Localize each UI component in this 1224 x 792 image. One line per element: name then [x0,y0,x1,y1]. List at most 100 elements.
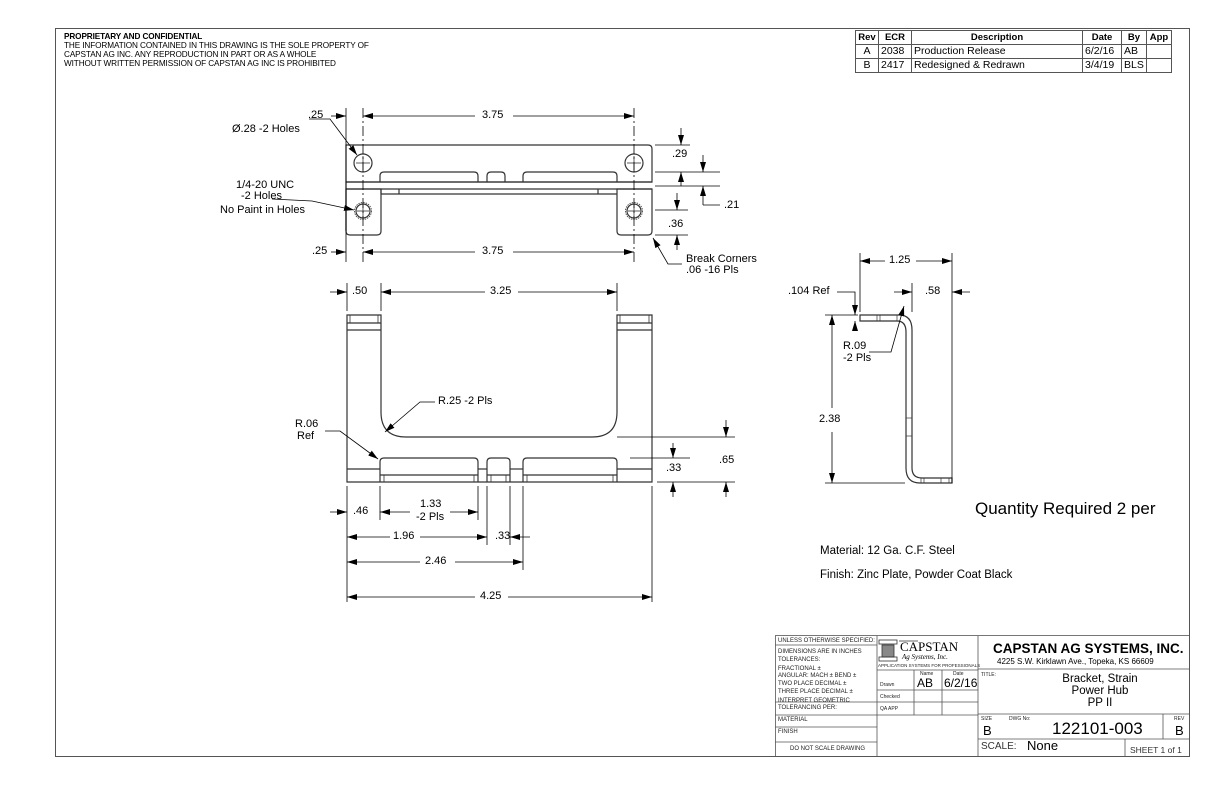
radius-06-callout: R.06 [295,418,319,430]
dim-top-span: 3.75 [482,109,504,121]
dim-46: .46 [353,505,369,517]
size-value: B [983,723,992,738]
dim-246: 2.46 [425,555,447,567]
dim-side-height: 2.38 [819,413,841,425]
top-view-dimensions [271,108,720,265]
scale-value: None [1027,738,1059,753]
dim-h33: .33 [666,462,682,474]
tolerance-line: ANGULAR: MACH ± BEND ± [778,673,857,679]
dim-33: .33 [495,530,511,542]
dim-flange: .58 [925,285,941,297]
dim-133-note: -2 Pls [416,511,445,523]
front-view-dimensions [325,283,735,602]
page-border [55,28,1190,757]
tap-callout-line: -2 Holes [241,190,282,202]
by-cell: BLS [1121,58,1147,73]
side-view [859,314,953,484]
dim-133: 1.33 [420,498,442,510]
proprietary-heading: PROPRIETARY AND CONFIDENTIAL [64,32,203,41]
proprietary-line: WITHOUT WRITTEN PERMISSION OF CAPSTAN AG… [64,59,336,68]
title-line: PP II [1087,697,1113,709]
date-cell: 3/4/19 [1082,58,1122,73]
description-cell: Production Release [911,44,1083,59]
unless-specified-label: UNLESS OTHERWISE SPECIFIED: [778,638,875,644]
dim-side-width: 1.25 [889,254,911,266]
by-col-header: By [1121,30,1147,45]
logo-name: CAPSTAN [900,639,959,654]
break-corners-note: .06 -16 Pls [686,264,739,276]
app-cell [1146,44,1172,59]
app-col-header: App [1146,30,1172,45]
title-line: Power Hub [1071,685,1129,697]
rev-cell: B [855,58,879,73]
quantity-note: Quantity Required 2 per [975,499,1156,518]
revision-row: A 2038 Production Release 6/2/16 AB [855,44,1172,59]
tolerance-line: THREE PLACE DECIMAL ± [778,689,853,695]
finish-note: Finish: Zinc Plate, Powder Coat Black [820,569,1013,581]
dwg-no-value: 122101-003 [1052,719,1143,738]
scale-label: SCALE: [981,741,1017,752]
tolerance-line: DIMENSIONS ARE IN INCHES [778,649,862,655]
signoff-label: Drawn [880,682,895,688]
dim-thickness: .104 Ref [788,285,830,297]
tap-callout-line: No Paint in Holes [220,204,305,216]
dim-bottom-left-offset: .25 [312,245,328,257]
description-cell: Redesigned & Redrawn [911,58,1083,73]
description-col-header: Description [911,30,1083,45]
front-view [346,314,653,483]
tolerance-line: TOLERANCES: [778,657,821,663]
ecr-cell: 2038 [878,44,912,59]
break-corners-note: Break Corners [686,253,757,265]
signoff-name-header: Name [920,671,934,677]
side-view-dimensions [825,253,970,484]
dim-left-width: .50 [352,285,368,297]
ecr-col-header: ECR [878,30,912,45]
material-note: Material: 12 Ga. C.F. Steel [820,545,955,557]
hole-callout: Ø.28 -2 Holes [232,123,300,135]
proprietary-line: CAPSTAN AG INC. ANY REPRODUCTION IN PART… [64,50,317,59]
drawn-date-value: 6/2/16 [944,676,978,690]
date-cell: 6/2/16 [1082,44,1122,59]
dim-29: .29 [672,148,688,160]
rev-value: B [1175,723,1184,738]
title-line: Bracket, Strain [1062,673,1138,685]
geometric-tol-label: TOLERANCING PER: [778,705,837,711]
signoff-label: QA APP [880,706,899,712]
geometric-tol-label: INTERPRET GEOMETRIC [778,698,850,704]
dim-inner-span: 3.25 [490,285,512,297]
tolerance-line: FRACTIONAL ± [778,666,821,672]
logo-sub: Ag Systems, Inc. [902,653,948,661]
company-address: 4225 S.W. Kirklawn Ave., Topeka, KS 6660… [997,657,1154,666]
tap-callout-line: 1/4-20 UNC [236,179,295,191]
do-not-scale-label: DO NOT SCALE DRAWING [790,746,866,752]
date-col-header: Date [1082,30,1122,45]
signoff-label: Checked [880,694,900,700]
dim-36: .36 [668,218,684,230]
signoff-date-header: Date [953,671,964,677]
dim-h65: .65 [719,454,735,466]
by-cell: AB [1121,44,1147,59]
sheet-number: SHEET 1 of 1 [1130,745,1182,755]
dim-425: 4.25 [480,590,502,602]
capstan-logo-icon [878,639,918,662]
rev-cell: A [855,44,879,59]
drawn-by-value: AB [917,676,934,690]
finish-label: FINISH [778,729,798,735]
dim-bottom-span: 3.75 [482,245,504,257]
bend-radius-callout: R.09 [843,340,867,352]
radius-25-callout: R.25 -2 Pls [438,395,493,407]
logo-tagline: APPLICATION SYSTEMS FOR PROFESSIONALS [878,663,981,668]
proprietary-line: THE INFORMATION CONTAINED IN THIS DRAWIN… [64,41,369,50]
rev-label: REV [1174,716,1185,722]
app-cell [1146,58,1172,73]
company-name: CAPSTAN AG SYSTEMS, INC. [993,641,1184,656]
radius-06-callout: Ref [297,430,315,442]
dim-196: 1.96 [393,530,415,542]
size-label: SIZE [981,716,993,722]
revision-table: Rev ECR Description Date By App A 2038 P… [855,30,1172,73]
title-label: TITLE: [981,672,997,678]
revision-header-row: Rev ECR Description Date By App [855,30,1172,45]
rev-col-header: Rev [855,30,879,45]
